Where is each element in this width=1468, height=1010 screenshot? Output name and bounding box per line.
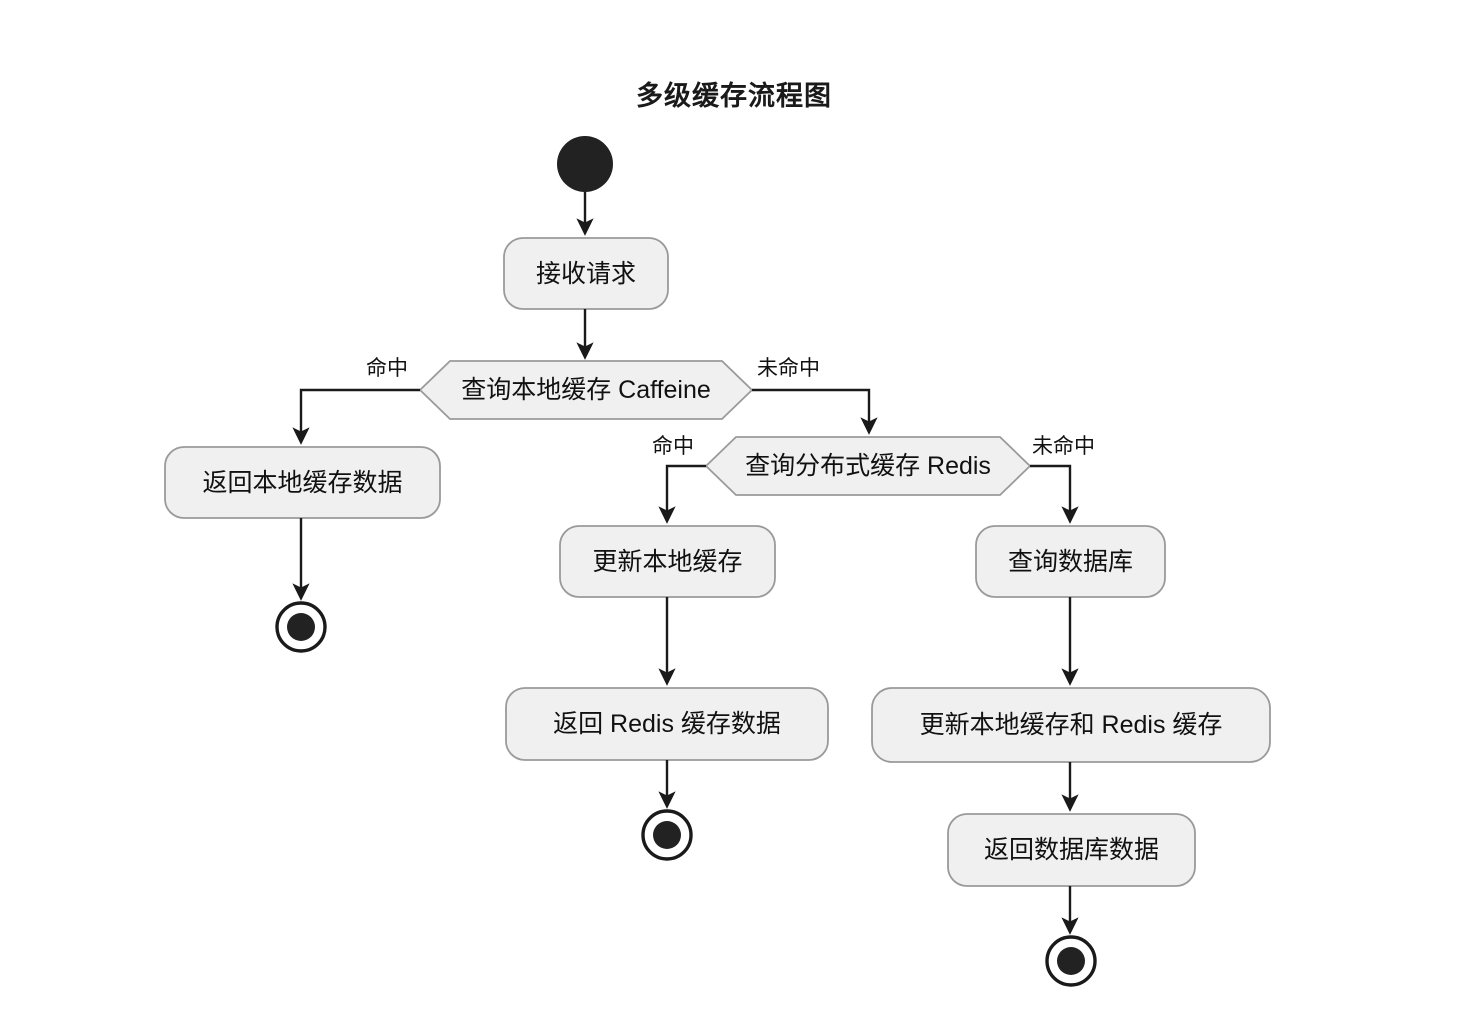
edge-redis-miss-to-query-db (1030, 464, 1079, 524)
edge-local-hit-to-return-local (292, 388, 420, 445)
node-query-database[interactable] (975, 525, 1166, 598)
edge-redis-hit-to-update-local (658, 464, 706, 524)
node-update-local-and-redis[interactable] (871, 687, 1271, 763)
node-return-local-data[interactable] (164, 446, 441, 519)
end-node-db-core (1057, 947, 1085, 975)
node-receive-request[interactable] (503, 237, 669, 310)
end-node-redis-core (653, 821, 681, 849)
edge-local-miss-to-query-redis (752, 388, 878, 435)
node-return-redis-data[interactable] (505, 687, 829, 761)
end-node-local-core (287, 613, 315, 641)
page-title: 多级缓存流程图 (636, 81, 832, 111)
node-update-local-cache[interactable] (559, 525, 776, 598)
node-query-redis[interactable] (704, 436, 1032, 496)
start-node[interactable] (557, 136, 613, 192)
node-query-local-cache[interactable] (418, 360, 754, 420)
node-return-db-data[interactable] (947, 813, 1196, 887)
